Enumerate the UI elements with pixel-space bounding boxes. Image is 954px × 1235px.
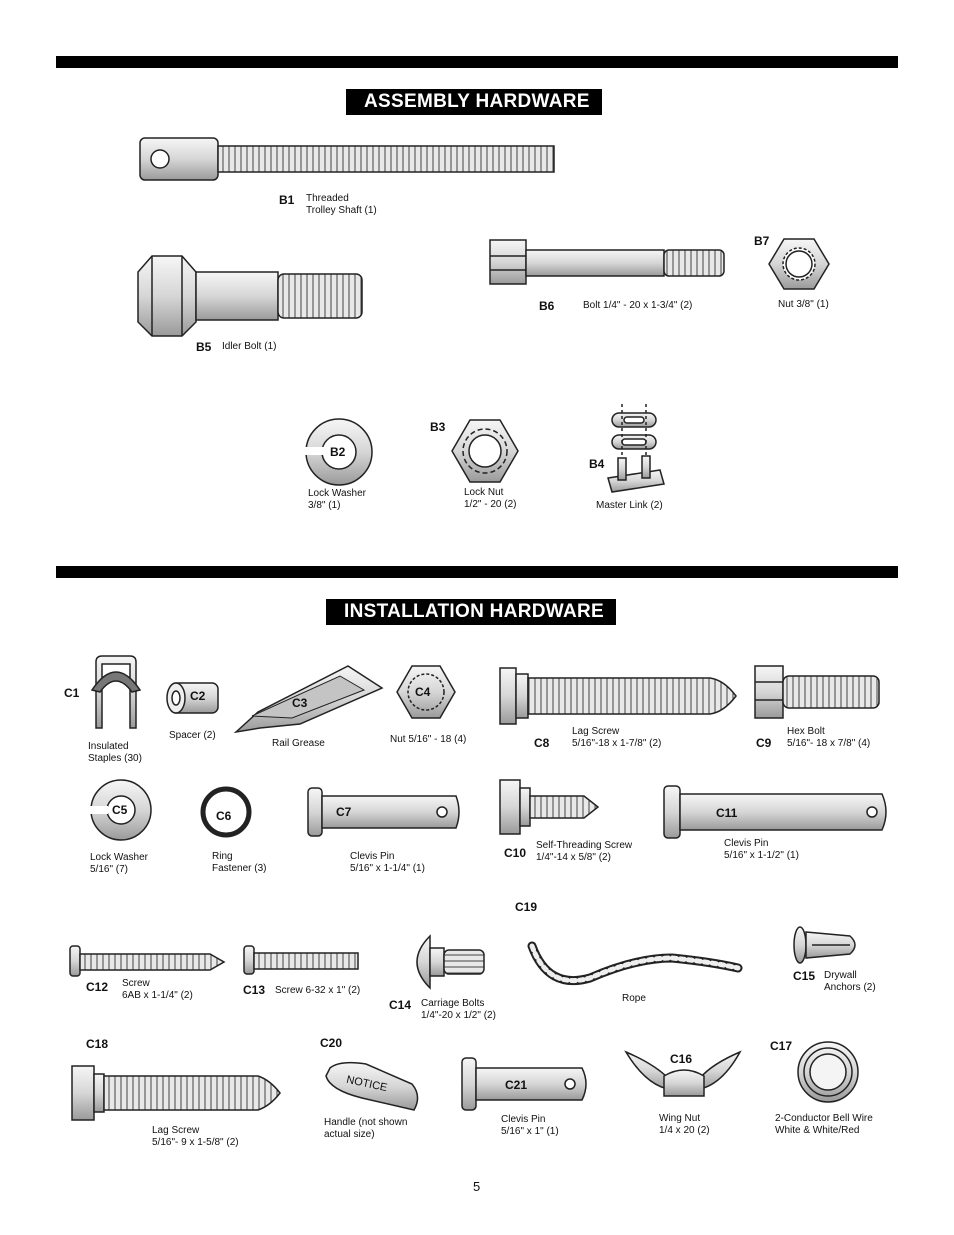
c14-carriage-bolt-illustration — [416, 934, 485, 990]
c13-screw-illustration — [243, 945, 359, 975]
c19-description: Rope — [622, 993, 646, 1004]
c17-code: C17 — [770, 1039, 793, 1053]
c15-drywall-anchor-illustration — [793, 926, 856, 964]
b6-bolt-illustration — [489, 239, 725, 285]
c7-description: Clevis Pin 5/16" x 1-1/4" (1) — [350, 851, 425, 874]
b2-description: Lock Washer 3/8" (1) — [308, 488, 366, 511]
b4-code: B4 — [589, 457, 605, 471]
c8-description: Lag Screw 5/16"-18 x 1-7/8" (2) — [572, 726, 662, 749]
b7-code: B7 — [754, 234, 770, 248]
c20-description: Handle (not shown actual size) — [324, 1117, 408, 1140]
b5-description: Idler Bolt (1) — [222, 341, 277, 352]
b3-description: Lock Nut 1/2" - 20 (2) — [464, 487, 517, 510]
c4-code: C4 — [415, 685, 431, 699]
c3-grease-packet-illustration — [233, 665, 384, 734]
c11-code: C11 — [716, 806, 738, 820]
c12-screw-illustration — [69, 945, 226, 977]
c10-self-threading-screw-illustration — [499, 779, 600, 835]
c15-description: Drywall Anchors (2) — [824, 970, 876, 993]
installation-hardware-title: INSTALLATION HARDWARE — [326, 599, 616, 625]
b2-code: B2 — [330, 445, 346, 459]
b1-trolley-shaft-illustration — [139, 137, 555, 181]
c17-description: 2-Conductor Bell Wire White & White/Red — [775, 1113, 873, 1136]
b6-description: Bolt 1/4" - 20 x 1-3/4" (2) — [583, 300, 693, 311]
b5-code: B5 — [196, 340, 212, 354]
c10-code: C10 — [504, 846, 527, 860]
c4-nut-illustration — [396, 665, 456, 719]
c21-clevis-pin-illustration — [461, 1057, 587, 1111]
page-number: 5 — [473, 1179, 481, 1194]
c13-description: Screw 6-32 x 1" (2) — [275, 985, 361, 996]
c3-description: Rail Grease — [272, 738, 325, 749]
c2-code: C2 — [190, 689, 206, 703]
c6-code: C6 — [216, 809, 232, 823]
c7-clevis-pin-illustration — [307, 787, 460, 837]
c3-code: C3 — [292, 696, 308, 710]
c21-code: C21 — [505, 1078, 528, 1092]
c19-rope-illustration — [527, 941, 743, 986]
c4-description: Nut 5/16" - 18 (4) — [390, 734, 467, 745]
c2-spacer-illustration — [166, 682, 219, 714]
c9-description: Hex Bolt 5/16"- 18 x 7/8" (4) — [787, 726, 871, 749]
c16-code: C16 — [670, 1052, 693, 1066]
c5-code: C5 — [112, 803, 128, 817]
c5-description: Lock Washer 5/16" (7) — [90, 852, 148, 875]
b6-code: B6 — [539, 299, 555, 313]
c20-code: C20 — [320, 1036, 343, 1050]
installation-divider — [56, 566, 898, 578]
b5-idler-bolt-illustration — [137, 255, 363, 337]
b4-master-link-illustration — [607, 404, 665, 493]
c1-description: Insulated Staples (30) — [88, 741, 142, 764]
c9-code: C9 — [756, 736, 772, 750]
c16-wing-nut-illustration — [624, 1050, 742, 1097]
b2-lock-washer-illustration — [304, 418, 373, 486]
c1-staple-illustration — [90, 655, 142, 729]
c15-code: C15 — [793, 969, 816, 983]
c14-description: Carriage Bolts 1/4"-20 x 1/2" (2) — [421, 998, 496, 1021]
c8-code: C8 — [534, 736, 550, 750]
c9-hex-bolt-illustration — [754, 665, 880, 719]
c12-description: Screw 6AB x 1-1/4" (2) — [122, 978, 193, 1001]
c18-code: C18 — [86, 1037, 109, 1051]
c2-description: Spacer (2) — [169, 730, 216, 741]
b3-lock-nut-illustration — [451, 419, 519, 483]
b4-description: Master Link (2) — [596, 500, 663, 511]
c1-code: C1 — [64, 686, 80, 700]
c12-code: C12 — [86, 980, 109, 994]
assembly-hardware-title: ASSEMBLY HARDWARE — [346, 89, 602, 115]
c14-code: C14 — [389, 998, 412, 1012]
b3-code: B3 — [430, 420, 446, 434]
b7-description: Nut 3/8" (1) — [778, 299, 829, 310]
assembly-divider — [56, 56, 898, 68]
b7-nut-illustration — [768, 238, 830, 290]
b1-code: B1 — [279, 193, 295, 207]
c5-lock-washer-illustration — [90, 779, 152, 841]
c6-ring-fastener-illustration — [200, 786, 252, 838]
c8-lag-screw-illustration — [499, 667, 737, 725]
c16-description: Wing Nut 1/4 x 20 (2) — [659, 1113, 710, 1136]
c17-bell-wire-illustration — [797, 1041, 859, 1103]
c6-description: Ring Fastener (3) — [212, 851, 267, 874]
c11-description: Clevis Pin 5/16" x 1-1/2" (1) — [724, 838, 799, 861]
c19-code: C19 — [515, 900, 538, 914]
c21-description: Clevis Pin 5/16" x 1" (1) — [501, 1114, 559, 1137]
c18-lag-screw-illustration — [71, 1065, 281, 1121]
c18-description: Lag Screw 5/16"- 9 x 1-5/8" (2) — [152, 1125, 239, 1148]
b1-description: Threaded Trolley Shaft (1) — [306, 193, 377, 216]
c7-code: C7 — [336, 805, 352, 819]
c11-clevis-pin-illustration — [663, 785, 887, 839]
c10-description: Self-Threading Screw 1/4"-14 x 5/8" (2) — [536, 840, 633, 863]
c13-code: C13 — [243, 983, 266, 997]
c20-handle-illustration — [325, 1061, 419, 1111]
